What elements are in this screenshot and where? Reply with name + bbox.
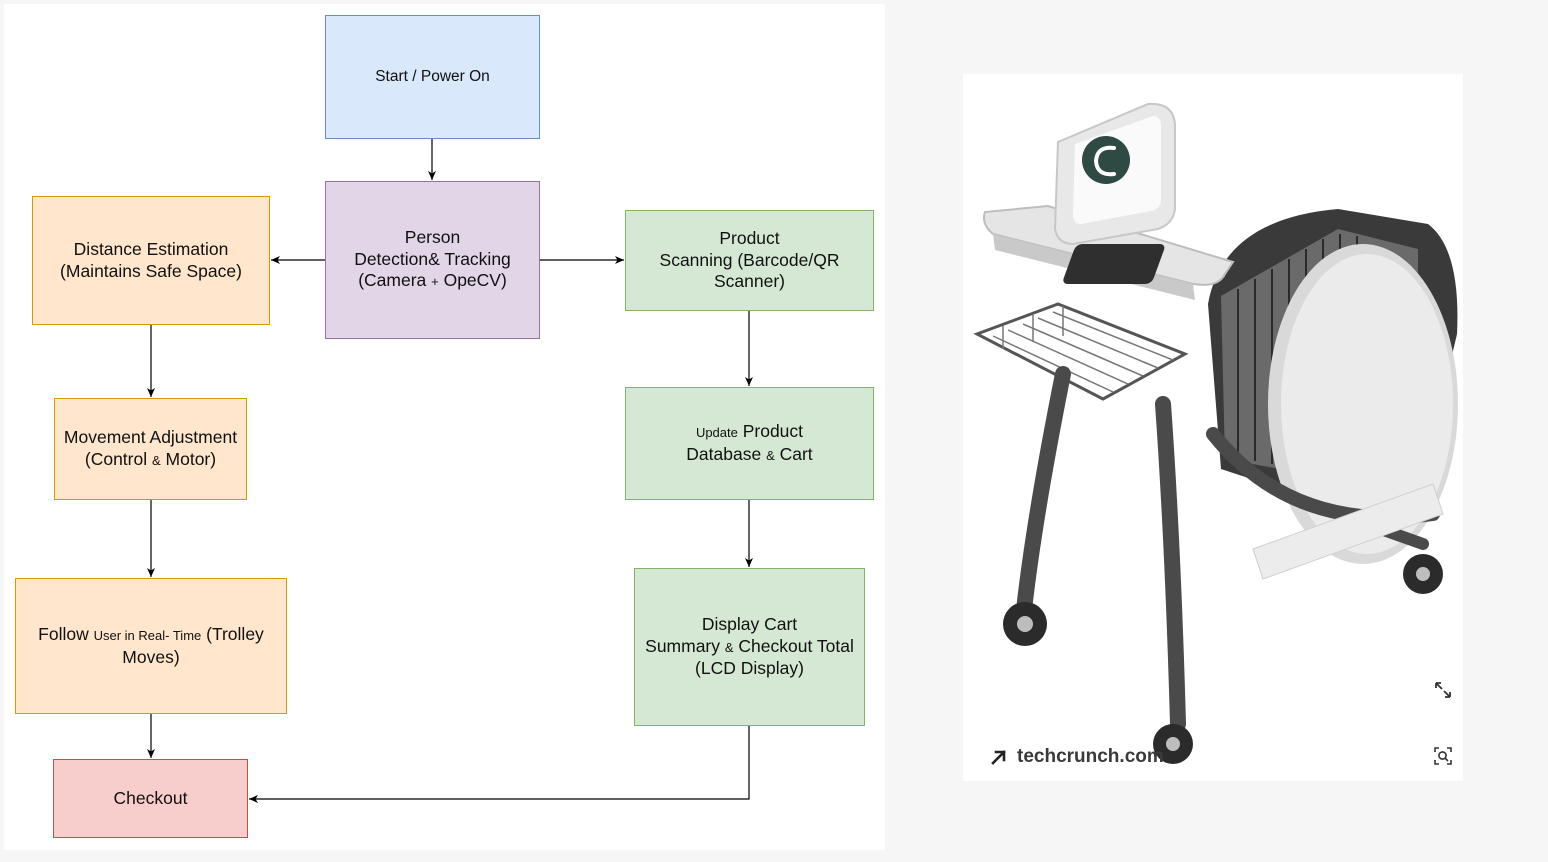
visual-search-icon[interactable] <box>1432 745 1454 767</box>
expand-icon[interactable] <box>1432 679 1454 701</box>
node-follow-user: Follow User in Real- Time (Trolley Moves… <box>15 578 287 714</box>
node-person-detection: Person Detection& Tracking (Camera + Ope… <box>325 181 540 339</box>
node-product-scanning: Product Scanning (Barcode/QR Scanner) <box>625 210 874 311</box>
image-result-card[interactable]: techcrunch.com <box>963 74 1463 781</box>
flow-connectors <box>147 139 753 803</box>
node-checkout: Checkout <box>53 759 248 838</box>
node-update-database: Update Product Database & Cart <box>625 387 874 500</box>
smart-cart-image <box>963 74 1463 781</box>
node-movement-adjustment: Movement Adjustment (Control & Motor) <box>54 398 247 500</box>
source-link[interactable]: techcrunch.com <box>989 744 1164 770</box>
arrow-display-to-checkout <box>249 726 750 803</box>
arrow-up-right-icon <box>991 750 1006 765</box>
node-start: Start / Power On <box>325 15 540 139</box>
node-distance-estimation: Distance Estimation (Maintains Safe Spac… <box>32 196 270 325</box>
node-display-cart: Display Cart Summary & Checkout Total (L… <box>634 568 865 726</box>
source-domain: techcrunch.com <box>1017 746 1164 767</box>
